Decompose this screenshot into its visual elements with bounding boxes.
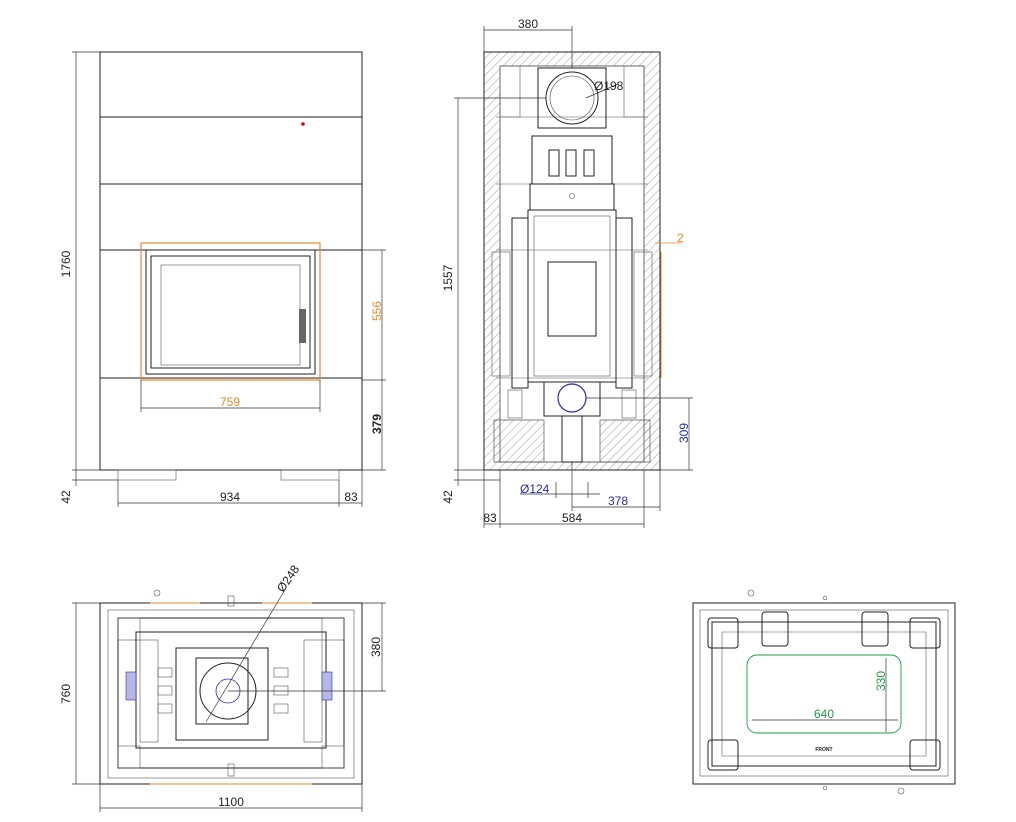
bottom-view: 330 640 FRONT bbox=[692, 589, 956, 795]
dim-front-lower-height: 379 bbox=[370, 414, 384, 434]
dim-front-width: 934 bbox=[220, 490, 240, 504]
dim-front-side-offset: 83 bbox=[344, 490, 358, 504]
bottom-air-opening bbox=[746, 654, 902, 734]
dim-side-air-diameter: Ø124 bbox=[520, 482, 550, 496]
dim-front-feet-height: 42 bbox=[59, 490, 73, 504]
dim-side-top-width: 380 bbox=[518, 17, 538, 31]
dim-side-flue-diameter: Ø198 bbox=[594, 79, 624, 93]
dim-side-feet-height: 42 bbox=[441, 490, 455, 504]
dim-side-flue-height: 1557 bbox=[441, 264, 455, 291]
dim-side-air-offset: 378 bbox=[608, 494, 628, 508]
dim-top-depth: 760 bbox=[59, 684, 73, 704]
top-view: Ø248 760 380 1100 bbox=[59, 562, 386, 812]
dim-top-half-depth: 380 bbox=[369, 637, 383, 657]
front-label: FRONT bbox=[815, 747, 832, 753]
air-inlet bbox=[557, 383, 587, 413]
dim-bottom-width: 640 bbox=[814, 707, 834, 721]
front-door-frame bbox=[140, 242, 321, 381]
dim-front-height: 1760 bbox=[59, 250, 73, 277]
front-view: 1760 556 759 379 42 934 83 bbox=[59, 51, 386, 507]
flue-outlet bbox=[545, 71, 599, 125]
dim-side-gap: 2 bbox=[677, 231, 684, 245]
dim-side-inlet-height: 309 bbox=[677, 423, 691, 443]
dim-bottom-height: 330 bbox=[874, 671, 888, 691]
dim-top-diameter: Ø248 bbox=[274, 562, 302, 594]
side-view: 380 Ø198 2 1557 309 42 Ø124 378 bbox=[441, 17, 693, 528]
front-glass bbox=[160, 264, 301, 366]
dim-front-glass-width: 759 bbox=[220, 395, 240, 409]
front-indicator-dot bbox=[301, 122, 305, 126]
dim-side-width: 584 bbox=[562, 511, 582, 525]
dim-side-offset: 83 bbox=[483, 511, 497, 525]
dim-top-width: 1100 bbox=[218, 795, 244, 809]
dim-front-glass-height: 556 bbox=[370, 301, 384, 321]
door-handle bbox=[299, 309, 306, 343]
